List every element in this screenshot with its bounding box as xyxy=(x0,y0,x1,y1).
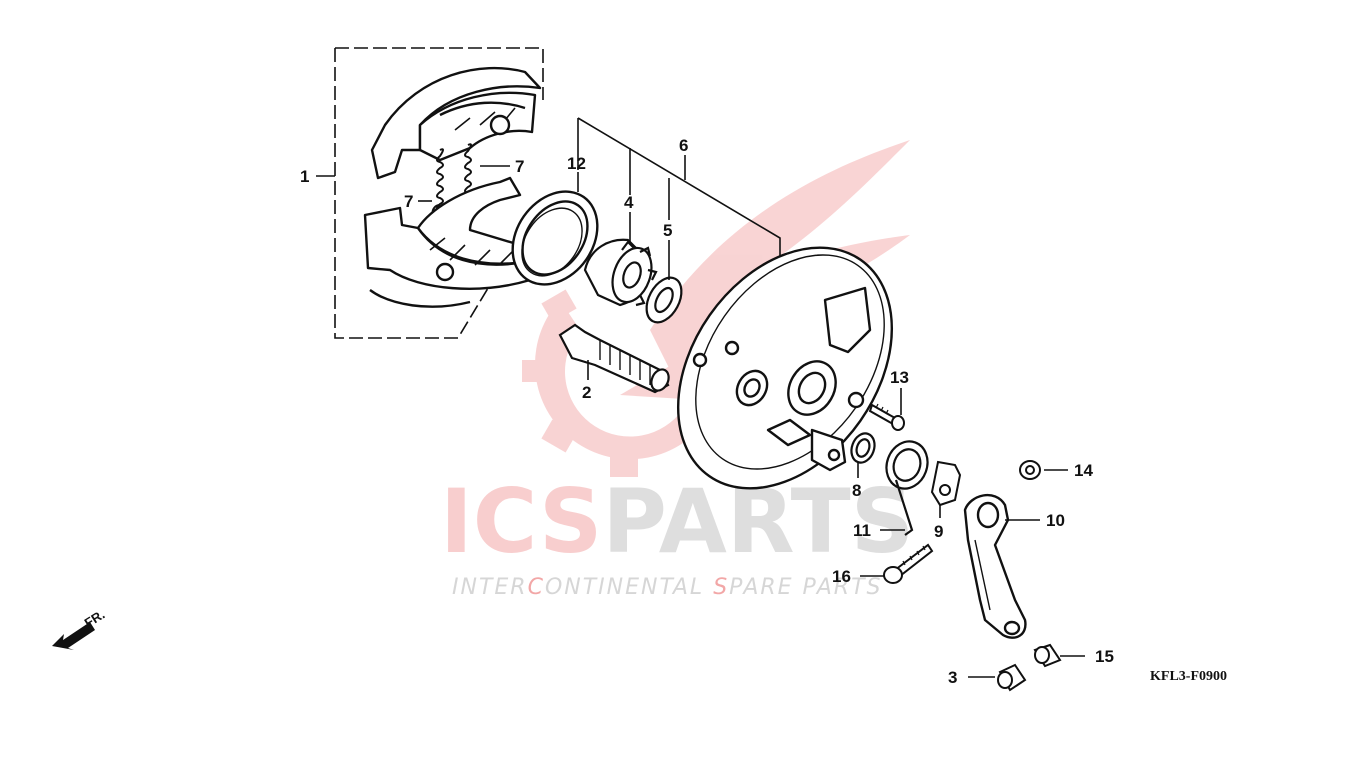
callout-5[interactable]: 5 xyxy=(663,221,672,240)
dust-seal-12 xyxy=(511,190,599,286)
callout-7-upper[interactable]: 7 xyxy=(515,157,524,176)
diagram-reference: KFL3-F0900 xyxy=(1150,669,1227,684)
brake-shoe-upper xyxy=(370,66,542,180)
wear-indicator-4 xyxy=(583,238,658,307)
callout-15[interactable]: 15 xyxy=(1095,647,1114,666)
bolt-13 xyxy=(868,403,905,431)
callout-2[interactable]: 2 xyxy=(582,383,591,402)
watermark-brand: ICSPARTS xyxy=(440,470,914,573)
callout-12[interactable]: 12 xyxy=(567,154,586,173)
callout-16[interactable]: 16 xyxy=(832,567,851,586)
nut-14 xyxy=(1019,460,1041,480)
front-direction-arrow: FR. xyxy=(52,607,107,650)
callout-13[interactable]: 13 xyxy=(890,368,909,387)
nut-3 xyxy=(997,663,1027,692)
callout-6[interactable]: 6 xyxy=(679,136,688,155)
callout-10[interactable]: 10 xyxy=(1046,511,1065,530)
callout-4[interactable]: 4 xyxy=(624,193,634,212)
callout-9[interactable]: 9 xyxy=(934,522,943,541)
callout-11[interactable]: 11 xyxy=(853,521,871,540)
bolt-16 xyxy=(883,543,934,584)
callout-1[interactable]: 1 xyxy=(300,167,309,186)
brake-panel-6 xyxy=(676,246,894,490)
joint-pin-15 xyxy=(1033,643,1062,668)
callout-3[interactable]: 3 xyxy=(948,668,957,687)
brake-cam-2 xyxy=(558,323,670,394)
indicator-plate-9 xyxy=(930,460,962,507)
watermark-tagline: INTERCONTINENTAL SPARE PARTS xyxy=(452,575,882,600)
callout-8[interactable]: 8 xyxy=(852,481,861,500)
callout-14[interactable]: 14 xyxy=(1074,461,1093,480)
seal-8 xyxy=(850,432,876,464)
callout-7-lower[interactable]: 7 xyxy=(404,192,413,211)
brake-shoe-lower xyxy=(363,176,532,308)
callout-labels: 1 2 3 4 5 6 7 7 8 9 10 11 12 13 14 15 16 xyxy=(300,136,1114,687)
return-spring-11 xyxy=(885,440,929,536)
brake-arm-10 xyxy=(963,493,1027,639)
washer-5 xyxy=(645,276,683,324)
brake-shoe-group-frame xyxy=(334,47,544,339)
